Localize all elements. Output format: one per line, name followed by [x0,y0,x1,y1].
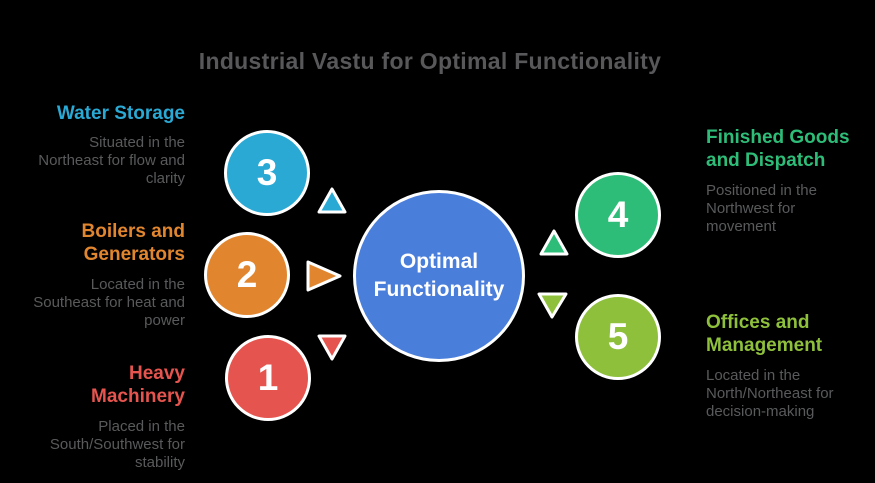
finished-goods-label: Finished Goods and Dispatch [706,127,850,171]
water-storage-description: Situated in the Northeast for flow and c… [38,134,185,187]
node-1-number: 1 [257,357,279,398]
boilers-generators-description: Located in the Southeast for heat and po… [33,276,185,329]
node-2-circle: 2 [204,232,290,318]
arrow-right-icon [306,260,342,292]
arrow-up-icon [317,187,347,214]
diagram-title: Industrial Vastu for Optimal Functionali… [198,48,662,74]
node-4-number: 4 [607,194,629,235]
node-4-circle: 4 [575,172,661,258]
arrow-down-icon [537,292,568,319]
center-node-label: Optimal Functionality [373,250,505,301]
node-5-circle: 5 [575,294,661,380]
offices-management-description: Located in the North/Northeast for decis… [706,367,834,420]
offices-management-label: Offices and Management [706,312,823,356]
heavy-machinery-label: Heavy Machinery [91,363,185,407]
boilers-generators-label: Boilers and Generators [81,221,185,265]
water-storage-label: Water Storage [56,103,185,124]
node-2-number: 2 [236,254,258,295]
arrow-up-icon [539,229,569,256]
finished-goods-description: Positioned in the Northwest for movement [706,182,817,235]
arrow-down-icon [317,334,347,361]
node-5-number: 5 [607,316,629,357]
center-node: Optimal Functionality [353,190,525,362]
node-3-number: 3 [256,152,278,193]
heavy-machinery-description: Placed in the South/Southwest for stabil… [49,418,185,471]
node-1-circle: 1 [225,335,311,421]
node-3-circle: 3 [224,130,310,216]
